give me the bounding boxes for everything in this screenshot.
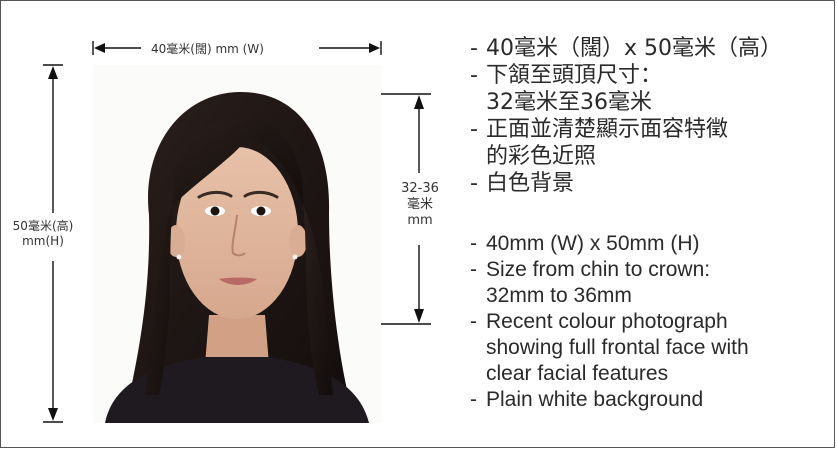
requirement-zh-line: 下頷至頭頂尺寸： xyxy=(486,63,663,88)
requirement-en-size: - 40mm (W) x 50mm (H) xyxy=(470,231,749,257)
neck xyxy=(205,315,269,365)
requirement-zh-line: 正面並清楚顯示面容特徵 xyxy=(486,117,729,142)
requirement-zh-line: 32毫米至36毫米 xyxy=(486,90,652,115)
bullet-dash: - xyxy=(470,310,477,333)
bullet-dash: - xyxy=(470,117,478,142)
requirement-zh-line: 白色背景 xyxy=(486,171,575,196)
chin-crown-label: 32-36 毫米 mm xyxy=(392,181,448,229)
requirement-en-line: 40mm (W) x 50mm (H) xyxy=(486,232,700,255)
requirement-zh-background: - 白色背景 xyxy=(470,170,782,197)
requirement-en-chin-crown: - Size from chin to crown: 32mm to 36mm xyxy=(470,257,749,309)
width-label: 40毫米(闊) mm (W) xyxy=(151,42,264,56)
face xyxy=(176,147,298,319)
width-arrow xyxy=(92,41,382,55)
bullet-dash: - xyxy=(470,171,478,196)
chin-crown-label-line2: 毫米 xyxy=(406,197,433,212)
hair-front xyxy=(172,116,304,205)
height-label-line2: mm(H) xyxy=(22,234,64,248)
sample-portrait-photo xyxy=(93,65,381,423)
requirement-en-line: showing full frontal face with xyxy=(486,336,749,359)
requirement-zh-line: 的彩色近照 xyxy=(486,144,597,169)
requirement-zh-line: 40毫米（闊）x 50毫米（高） xyxy=(486,36,783,61)
chin-crown-arrow xyxy=(381,93,431,325)
requirements-list-english: - 40mm (W) x 50mm (H) - Size from chin t… xyxy=(470,231,749,413)
bullet-dash: - xyxy=(470,36,478,61)
chin-crown-label-line3: mm xyxy=(407,213,433,228)
bullet-dash: - xyxy=(470,63,478,88)
height-label-line1: 50毫米(高) xyxy=(12,219,74,233)
bullet-dash: - xyxy=(470,232,477,255)
requirement-zh-chin-crown: - 下頷至頭頂尺寸： 32毫米至36毫米 xyxy=(470,62,782,116)
bullet-dash: - xyxy=(470,388,477,411)
requirement-en-line: Size from chin to crown: xyxy=(486,258,711,281)
requirement-zh-size: - 40毫米（闊）x 50毫米（高） xyxy=(470,35,782,62)
requirement-zh-photo: - 正面並清楚顯示面容特徵 的彩色近照 xyxy=(470,116,782,170)
height-label: 50毫米(高) mm(H) xyxy=(10,219,76,249)
shoulders xyxy=(105,357,369,423)
requirement-en-photo: - Recent colour photograph showing full … xyxy=(470,309,749,387)
requirement-en-line: clear facial features xyxy=(486,362,669,385)
height-arrow xyxy=(43,64,63,423)
chin-crown-label-line1: 32-36 xyxy=(401,181,439,196)
bullet-dash: - xyxy=(470,258,477,281)
requirement-en-line: Plain white background xyxy=(486,388,704,411)
requirement-en-line: 32mm to 36mm xyxy=(486,284,632,307)
requirements-list-chinese: - 40毫米（闊）x 50毫米（高） - 下頷至頭頂尺寸： 32毫米至36毫米 … xyxy=(470,35,782,197)
requirement-en-background: - Plain white background xyxy=(470,387,749,413)
requirement-en-line: Recent colour photograph xyxy=(486,310,728,333)
